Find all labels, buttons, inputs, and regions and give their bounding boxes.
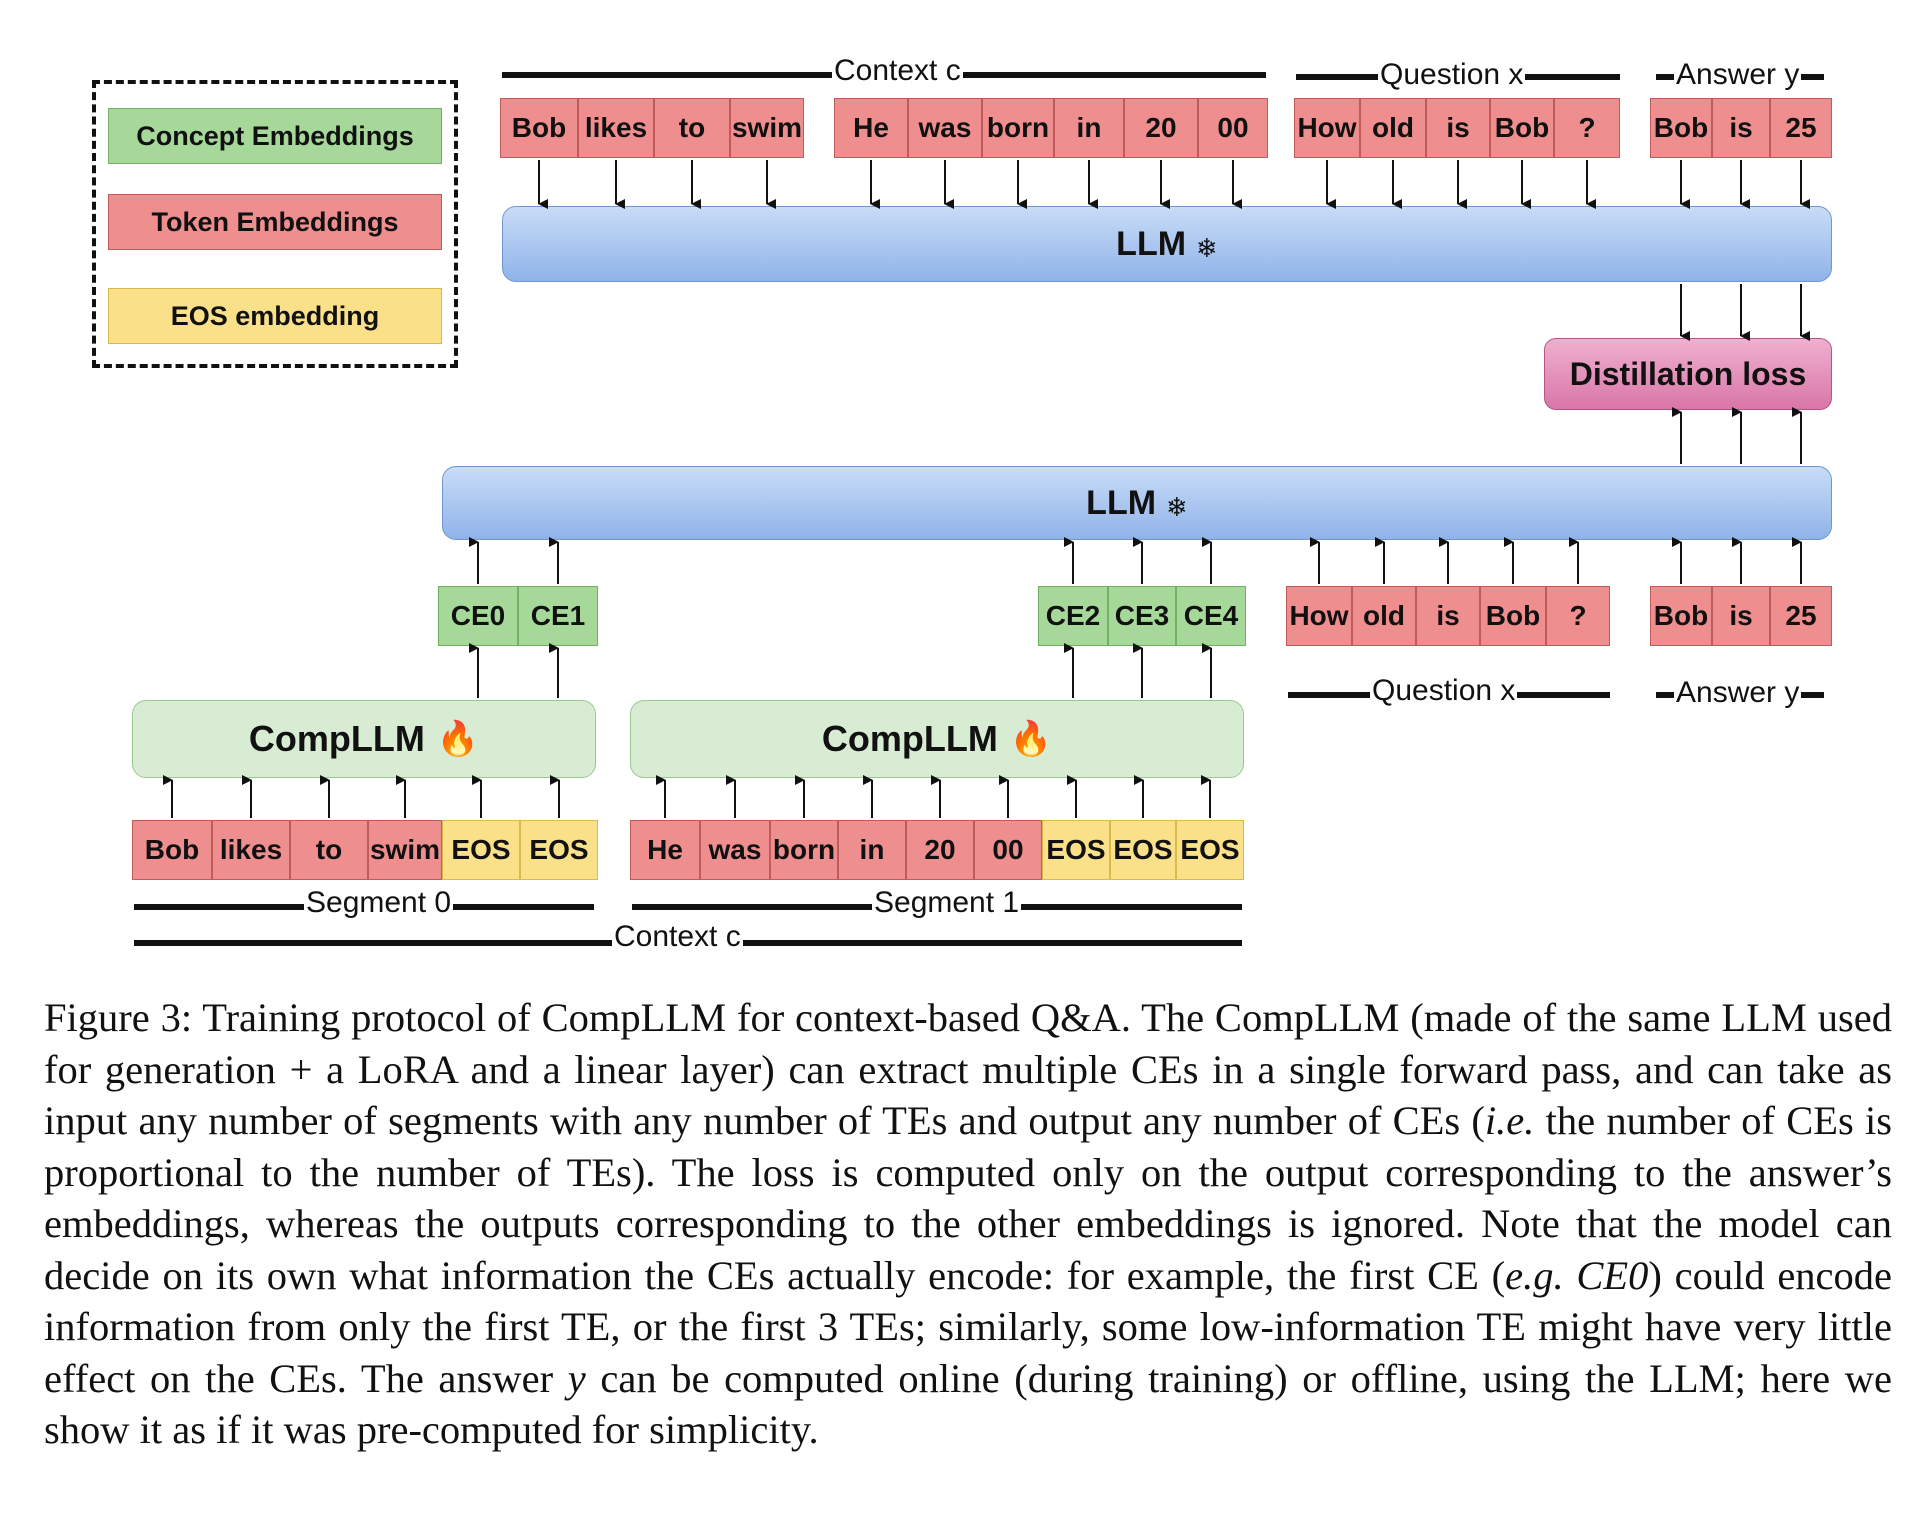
segment0-eos-token: EOS (442, 820, 520, 880)
llm-top: LLM ❄ (502, 206, 1832, 282)
segment0-token: swim (368, 820, 442, 880)
bottom-answer-token: Bob (1650, 586, 1712, 646)
segment1-eos-token: EOS (1042, 820, 1110, 880)
segment1-token: born (770, 820, 838, 880)
segment1-eos-token: EOS (1176, 820, 1244, 880)
top-context-label: Context c (832, 54, 963, 88)
segment1-eos-token: EOS (1110, 820, 1176, 880)
top-question-token: Bob (1490, 98, 1554, 158)
snowflake-icon: ❄ (1196, 232, 1218, 263)
compllm-0-label: CompLLM (248, 718, 425, 759)
concept-embedding: CE1 (518, 586, 598, 646)
llm-bottom: LLM ❄ (442, 466, 1832, 540)
compllm-0: CompLLM 🔥 (132, 700, 596, 778)
distillation-loss: Distillation loss (1544, 338, 1832, 410)
top-context-token: born (982, 98, 1054, 158)
top-context-token: in (1054, 98, 1124, 158)
top-context-token: 20 (1124, 98, 1198, 158)
llm-top-label: LLM (1116, 224, 1187, 263)
caption-part-4: can be computed online (during training)… (44, 1355, 1892, 1453)
top-context-token: to (654, 98, 730, 158)
bottom-context-label: Context c (612, 920, 743, 954)
bottom-question-token: is (1416, 586, 1480, 646)
concept-embedding: CE3 (1108, 586, 1176, 646)
legend-concept: Concept Embeddings (108, 108, 442, 164)
fire-icon: 🔥 (1009, 720, 1053, 758)
segment0-token: to (290, 820, 368, 880)
top-question-token: ? (1554, 98, 1620, 158)
segment0-eos-token: EOS (520, 820, 598, 880)
top-context-token: swim (730, 98, 804, 158)
llm-bottom-label: LLM (1086, 483, 1157, 522)
top-answer-token: Bob (1650, 98, 1712, 158)
bottom-question-token: ? (1546, 586, 1610, 646)
concept-embedding: CE2 (1038, 586, 1108, 646)
concept-embedding: CE0 (438, 586, 518, 646)
legend: Concept Embeddings Token Embeddings EOS … (92, 80, 458, 368)
top-answer-token: is (1712, 98, 1770, 158)
snowflake-icon: ❄ (1166, 491, 1188, 522)
top-context-token: He (834, 98, 908, 158)
segment0-token: Bob (132, 820, 212, 880)
top-context-token: Bob (500, 98, 578, 158)
segment1-token: was (700, 820, 770, 880)
caption-part-2: the number of CEs is proportional to the… (44, 1098, 1892, 1298)
bottom-question-token: How (1286, 586, 1352, 646)
caption-ie: i.e. (1484, 1098, 1535, 1143)
top-answer-token: 25 (1770, 98, 1832, 158)
top-question-token: How (1294, 98, 1360, 158)
segment1-token: 20 (906, 820, 974, 880)
figure-caption: Figure 3: Training protocol of CompLLM f… (44, 992, 1892, 1456)
caption-y: y (567, 1355, 586, 1401)
segment1-token: He (630, 820, 700, 880)
compllm-1-label: CompLLM (821, 718, 998, 759)
top-answer-label: Answer y (1674, 58, 1802, 92)
concept-embedding: CE4 (1176, 586, 1246, 646)
legend-token: Token Embeddings (108, 194, 442, 250)
top-context-token: was (908, 98, 982, 158)
top-question-label: Question x (1378, 58, 1526, 92)
top-question-token: is (1426, 98, 1490, 158)
segment1-token: in (838, 820, 906, 880)
caption-part-3: ) could encode information from only the… (44, 1252, 1893, 1401)
bottom-answer-label: Answer y (1674, 676, 1802, 710)
segment0-token: likes (212, 820, 290, 880)
top-question-token: old (1360, 98, 1426, 158)
top-context-token: 00 (1198, 98, 1268, 158)
fire-icon: 🔥 (436, 720, 480, 758)
segment1-label: Segment 1 (872, 886, 1022, 920)
caption-part-1: Figure 3: Training protocol of CompLLM f… (44, 995, 1892, 1143)
bottom-answer-token: 25 (1770, 586, 1832, 646)
bottom-question-token: old (1352, 586, 1416, 646)
legend-eos: EOS embedding (108, 288, 442, 344)
segment1-token: 00 (974, 820, 1042, 880)
bottom-answer-token: is (1712, 586, 1770, 646)
caption-eg: e.g. CE0 (1505, 1252, 1649, 1298)
bottom-question-token: Bob (1480, 586, 1546, 646)
compllm-1: CompLLM 🔥 (630, 700, 1244, 778)
bottom-question-label: Question x (1370, 674, 1518, 708)
segment0-label: Segment 0 (304, 886, 454, 920)
top-context-token: likes (578, 98, 654, 158)
